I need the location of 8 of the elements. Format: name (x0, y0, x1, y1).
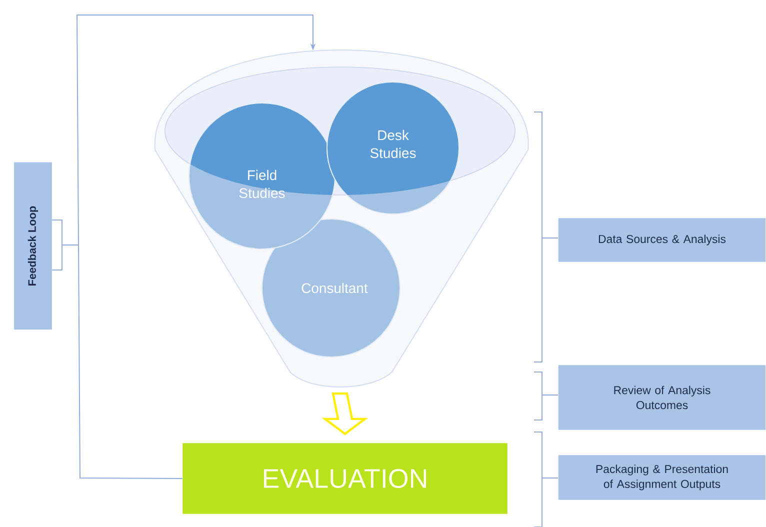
label-box: Data Sources & Analysis (558, 218, 766, 262)
block-arrow (322, 392, 368, 436)
label-box: Review of Analysis Outcomes (558, 365, 766, 430)
label-box: Feedback Loop (14, 162, 52, 330)
process-box: EVALUATION (182, 443, 508, 514)
feedback-arrow (76, 14, 316, 479)
label-box: Packaging & Presentation of Assignment Outputs (558, 455, 766, 500)
bracket (52, 220, 80, 270)
